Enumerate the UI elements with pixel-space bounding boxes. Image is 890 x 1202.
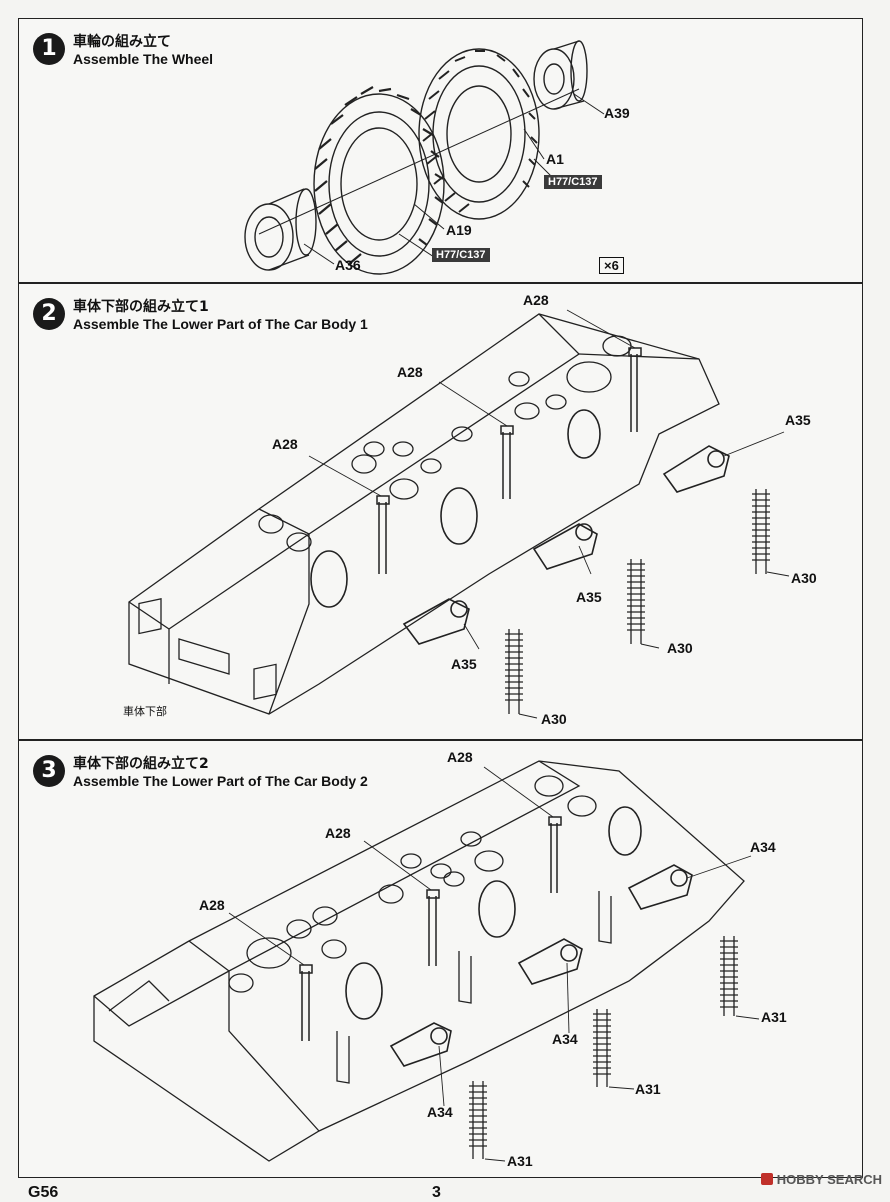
part-label-a31-right: A31 (761, 1009, 787, 1025)
step-title-en: Assemble The Wheel (73, 51, 214, 67)
part-label-a35-right: A35 (785, 412, 811, 428)
wheel-assembly-drawing (244, 40, 605, 275)
step-title-jp: 車輪の組み立て (73, 34, 171, 50)
part-label-a28-mid: A28 (397, 364, 423, 380)
part-label-a30-mid: A30 (667, 640, 693, 656)
part-label-a31-mid: A31 (635, 1081, 661, 1097)
body-part-label: 車体下部 (123, 705, 167, 718)
step-title-jp: 車体下部の組み立て2 (73, 756, 209, 772)
part-label-a39: A39 (604, 105, 630, 121)
part-label-a34-left: A34 (427, 1104, 453, 1120)
brand-icon (760, 1173, 773, 1185)
part-label-a28-left: A28 (199, 897, 225, 913)
page-number: 3 (432, 1184, 441, 1201)
step-2-panel: 2 車体下部の組み立て1 Assemble The Lower Part of … (18, 283, 863, 740)
step-number-badge: 1 (33, 33, 65, 65)
watermark-text: HOBBY SEARCH (776, 1172, 882, 1187)
lower-body-2-drawing (93, 760, 760, 1162)
part-label-a31-left: A31 (507, 1153, 533, 1169)
quantity-badge: ×6 (599, 257, 624, 274)
lower-body-1-drawing (128, 309, 790, 719)
part-label-a35-mid: A35 (576, 589, 602, 605)
manual-code: G56 (28, 1184, 59, 1201)
part-tag-lower: H77/C137 (432, 248, 490, 262)
step-title-en: Assemble The Lower Part of The Car Body … (73, 773, 368, 789)
part-label-a28-top: A28 (447, 749, 473, 765)
step-number-badge: 2 (33, 298, 65, 330)
part-label-a28-top: A28 (523, 292, 549, 308)
part-label-a34-right: A34 (750, 839, 776, 855)
part-label-a35-left: A35 (451, 656, 477, 672)
watermark: HOBBY SEARCH (760, 1172, 882, 1187)
part-label-a28-mid: A28 (325, 825, 351, 841)
part-label-a30-left: A30 (541, 711, 567, 727)
part-label-a28-left: A28 (272, 436, 298, 452)
part-tag-upper: H77/C137 (544, 175, 602, 189)
step-number-badge: 3 (33, 755, 65, 787)
part-label-a1: A1 (546, 151, 564, 167)
part-label-a19: A19 (446, 222, 472, 238)
part-label-a34-mid: A34 (552, 1031, 578, 1047)
step-title-en: Assemble The Lower Part of The Car Body … (73, 316, 368, 332)
part-label-a30-right: A30 (791, 570, 817, 586)
step-3-panel: 3 車体下部の組み立て2 Assemble The Lower Part of … (18, 740, 863, 1178)
step-1-panel: 1 車輪の組み立て Assemble The Wheel (18, 18, 863, 283)
part-label-a36: A36 (335, 257, 361, 273)
step-title-jp: 車体下部の組み立て1 (73, 299, 209, 315)
